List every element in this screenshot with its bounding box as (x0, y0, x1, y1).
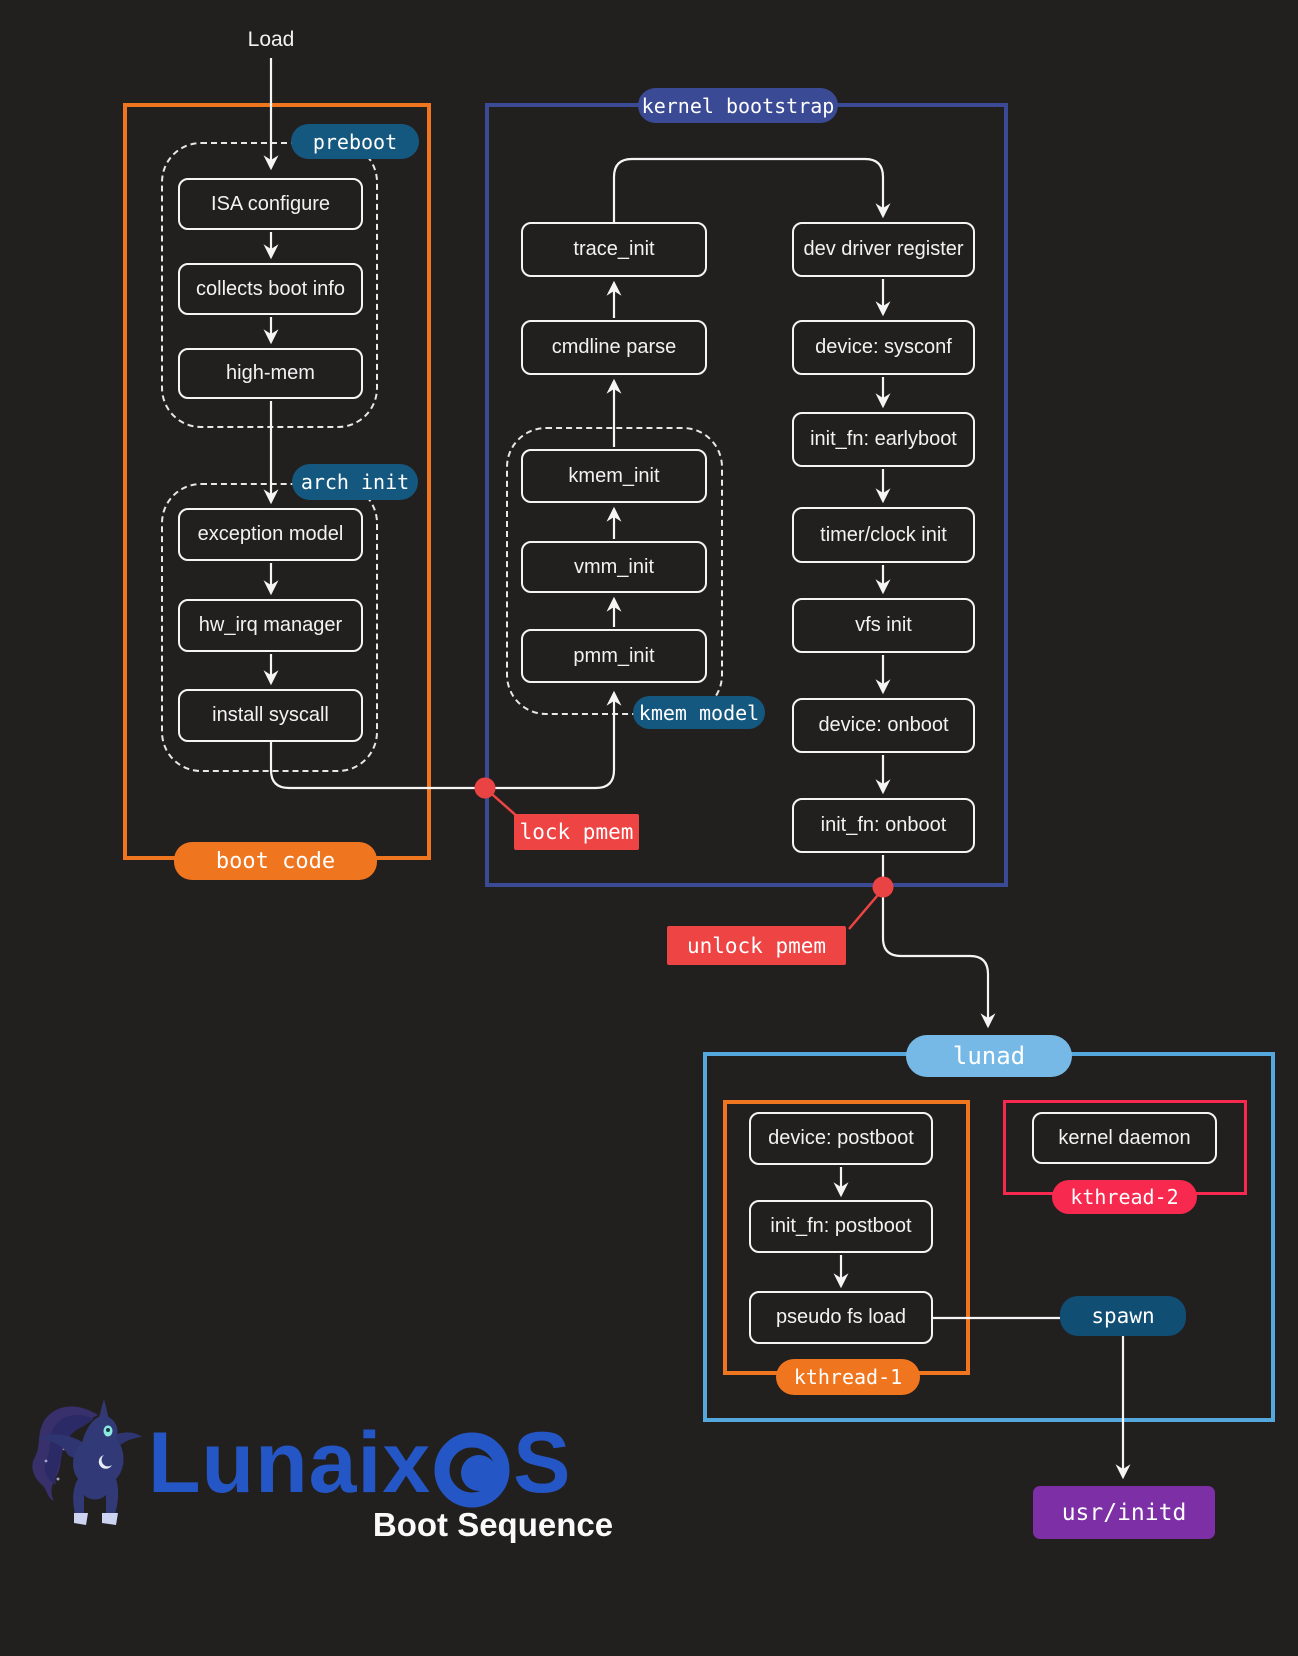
spawn-label: spawn (1060, 1296, 1186, 1336)
edge-dot-to-lunad (881, 891, 996, 1029)
edge-install-to-pmm (269, 690, 622, 790)
kthread2-group-label: kthread-2 (1052, 1180, 1197, 1214)
node-init-fn-earlyboot: init_fn: earlyboot (792, 412, 975, 467)
arch-init-group-label: arch init (292, 464, 418, 500)
lock-pmem-label: lock pmem (514, 814, 639, 850)
load-entry-label: Load (247, 28, 295, 51)
node-dev-driver-register: dev driver register (792, 222, 975, 277)
brand-text-suffix: S (513, 1415, 572, 1511)
node-pmm-init: pmm_init (521, 629, 707, 683)
node-trace-init: trace_init (521, 222, 707, 277)
node-vmm-init: vmm_init (521, 541, 707, 593)
node-exception-model: exception model (178, 508, 363, 561)
node-high-mem: high-mem (178, 348, 363, 399)
node-device-postboot: device: postboot (749, 1112, 933, 1165)
node-kernel-daemon: kernel daemon (1032, 1112, 1217, 1164)
brand-logo: Lunaix S (148, 1418, 572, 1508)
node-cmdline-parse: cmdline parse (521, 320, 707, 375)
preboot-group-box (161, 142, 378, 428)
node-vfs-init: vfs init (792, 598, 975, 653)
luna-pony-mascot (28, 1393, 146, 1533)
kernel-bootstrap-group-label: kernel bootstrap (638, 88, 838, 123)
brand-text-prefix: Lunaix (148, 1415, 432, 1511)
node-device-onboot: device: onboot (792, 698, 975, 753)
unlock-pmem-dot (872, 876, 894, 898)
preboot-group-label: preboot (291, 124, 419, 159)
node-timer-clock-init: timer/clock init (792, 507, 975, 563)
node-init-fn-postboot: init_fn: postboot (749, 1200, 933, 1253)
node-pseudo-fs-load: pseudo fs load (749, 1291, 933, 1344)
lunad-group-label: lunad (906, 1035, 1072, 1077)
node-hw-irq-manager: hw_irq manager (178, 599, 363, 652)
kthread1-group-label: kthread-1 (776, 1359, 920, 1395)
unlock-pmem-label: unlock pmem (667, 926, 846, 965)
node-kmem-init: kmem_init (521, 449, 707, 503)
edge-trace-to-devreg (612, 157, 891, 222)
boot-code-group-label: boot code (174, 842, 377, 880)
node-isa-configure: ISA configure (178, 178, 363, 230)
node-device-sysconf: device: sysconf (792, 320, 975, 375)
brand-moon-o-icon (433, 1418, 511, 1508)
arch-init-group-box (161, 483, 378, 772)
node-install-syscall: install syscall (178, 689, 363, 742)
node-collects-boot-info: collects boot info (178, 263, 363, 315)
kmem-model-group-label: kmem model (633, 696, 765, 729)
node-init-fn-onboot: init_fn: onboot (792, 798, 975, 853)
lock-pmem-dot (474, 777, 496, 799)
usr-initd-node: usr/initd (1033, 1486, 1215, 1539)
diagram-title: Boot Sequence (372, 1506, 614, 1543)
